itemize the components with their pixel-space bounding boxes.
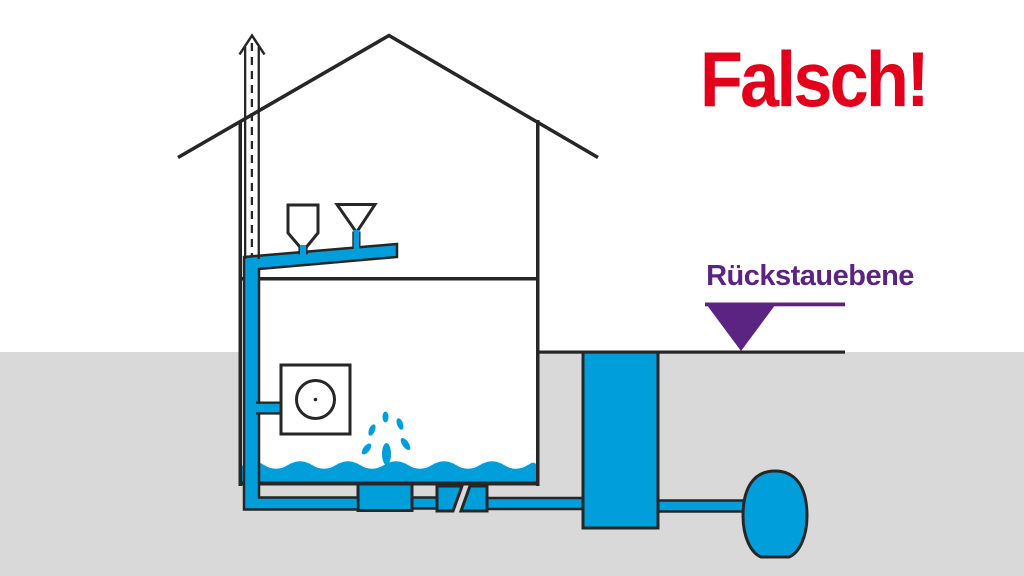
sloped-pipe-section (435, 484, 489, 513)
pipe-segment (654, 499, 748, 513)
pipe-piece (458, 484, 489, 513)
egg-profile-sewer (741, 469, 809, 559)
flooded-basement-water (242, 461, 536, 484)
drain-box (356, 482, 414, 512)
roof (177, 33, 599, 160)
vent-arrow-icon (238, 33, 266, 56)
house-cross-section (177, 33, 599, 486)
ground-line (537, 350, 845, 354)
vent-pipe (238, 33, 266, 259)
pipe-segment (408, 496, 441, 510)
funnel-square-icon (286, 203, 320, 257)
ground-floor-slab (238, 277, 540, 281)
right-wall (536, 120, 540, 486)
washing-machine (279, 363, 352, 436)
pipe-piece (435, 484, 465, 513)
backflow-level-label: Rückstauebene (706, 260, 914, 292)
backflow-level-marker-icon (705, 302, 845, 351)
basement-floor (238, 481, 540, 486)
manhole-shaft-filled (581, 350, 660, 530)
funnel-triangle-icon (334, 203, 378, 251)
downpipe-and-collector (242, 242, 399, 511)
washer-branch-pipe (256, 401, 282, 415)
pipe-segment (481, 496, 589, 511)
left-wall (238, 121, 242, 486)
status-label: Falsch! (700, 35, 930, 123)
water-splash-icon (361, 411, 411, 465)
